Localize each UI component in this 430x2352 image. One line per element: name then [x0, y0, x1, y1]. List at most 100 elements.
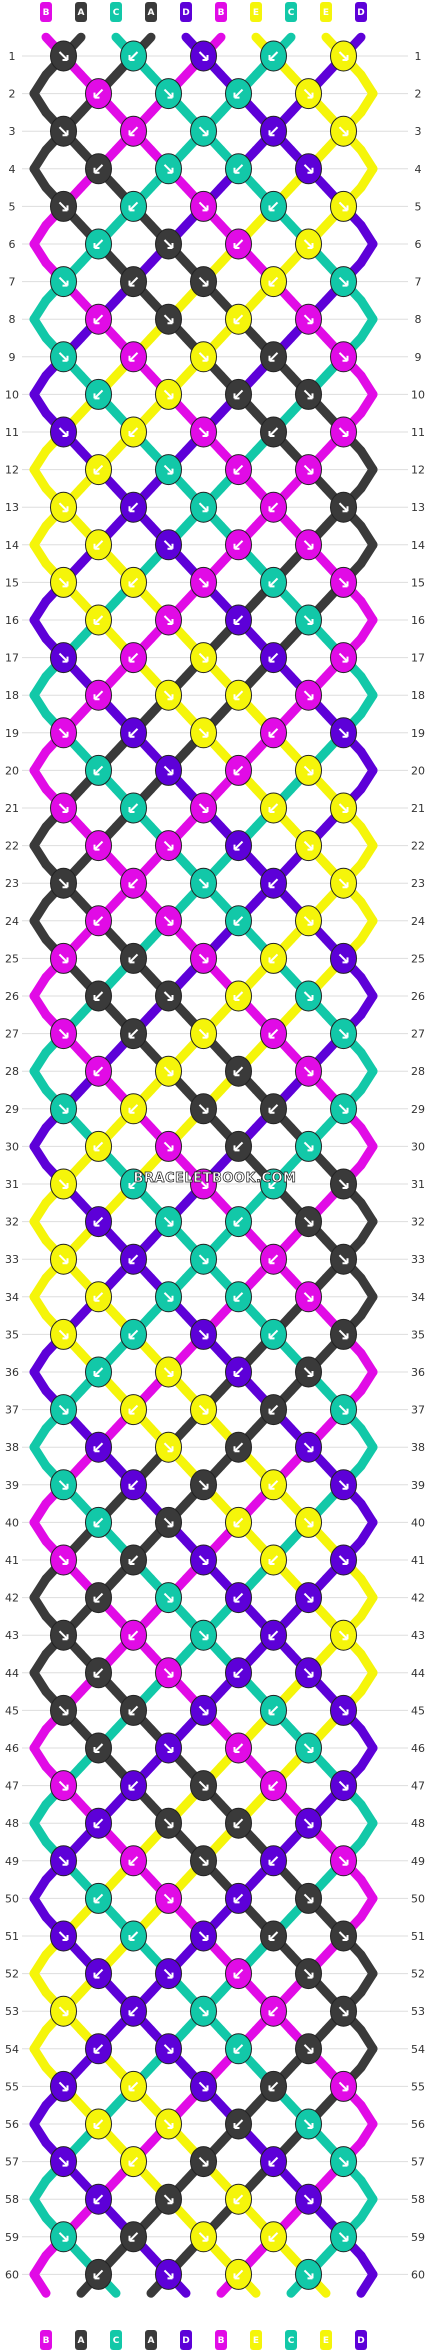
- row-number-left: 46: [5, 1742, 19, 1755]
- row-number-right: 40: [411, 1516, 425, 1529]
- knot-arrow-icon: [93, 239, 104, 249]
- knot-arrow-icon: [128, 1856, 139, 1866]
- string-label-top-swatch: [40, 2, 52, 22]
- knot-arrow-icon: [233, 239, 244, 249]
- knot-arrow-icon: [93, 1968, 104, 1979]
- knot-arrow-icon: [58, 1555, 69, 1565]
- knot-arrow-icon: [93, 1216, 104, 1227]
- knot-arrow-icon: [233, 2044, 244, 2054]
- knot-arrow-icon: [163, 239, 174, 249]
- knot-arrow-icon: [163, 1066, 174, 1077]
- knot-arrow-icon: [303, 2119, 314, 2129]
- knot-arrow-icon: [233, 615, 244, 625]
- knot-arrow-icon: [233, 1893, 244, 1904]
- row-number-left: 53: [5, 2005, 19, 2018]
- knot-arrow-icon: [303, 916, 314, 926]
- knot-arrow-icon: [93, 916, 104, 926]
- knot-arrow-icon: [198, 2232, 209, 2242]
- knot-arrow-icon: [268, 427, 279, 437]
- row-number-right: 23: [411, 877, 425, 890]
- knot-arrow-icon: [338, 953, 349, 964]
- watermark: BRACELETBOOK.COM: [134, 1171, 297, 1186]
- knot-arrow-icon: [58, 1254, 69, 1265]
- knot-arrow-icon: [198, 1480, 209, 1490]
- row-number-left: 37: [5, 1404, 19, 1417]
- knot-arrow-icon: [128, 1630, 139, 1641]
- string-label-bottom: C: [113, 2336, 120, 2346]
- knot-arrow-icon: [233, 88, 244, 99]
- row-number-left: 9: [9, 351, 16, 364]
- knot-arrow-icon: [198, 502, 209, 513]
- knot-arrow-icon: [198, 1555, 209, 1565]
- row-number-right: 51: [411, 1930, 425, 1943]
- knot-arrow-icon: [93, 1141, 104, 1152]
- knot-arrow-icon: [128, 803, 139, 813]
- row-number-left: 43: [5, 1629, 19, 1642]
- string-label-bottom-swatch: [75, 2330, 87, 2350]
- string-label-bottom-swatch: [285, 2330, 297, 2350]
- string-label-top: A: [148, 8, 155, 18]
- row-number-right: 60: [411, 2268, 425, 2281]
- knot-arrow-icon: [268, 1179, 279, 1189]
- knot-arrow-icon: [268, 1931, 279, 1941]
- knot-arrow-icon: [233, 1517, 244, 1528]
- knot-arrow-icon: [338, 201, 349, 212]
- knot-arrow-icon: [163, 540, 174, 550]
- knot-arrow-icon: [303, 840, 314, 851]
- row-number-left: 25: [5, 952, 19, 965]
- string-label-top: C: [113, 8, 120, 18]
- row-number-right: 37: [411, 1404, 425, 1417]
- row-number-left: 6: [9, 238, 16, 251]
- knot-arrow-icon: [93, 1592, 104, 1603]
- knot-arrow-icon: [338, 728, 349, 738]
- knot-arrow-icon: [163, 765, 174, 776]
- row-number-left: 33: [5, 1253, 19, 1266]
- knot-arrow-icon: [128, 276, 139, 287]
- string-label-top: D: [182, 8, 189, 18]
- row-number-left: 40: [5, 1516, 19, 1529]
- knot-arrow-icon: [93, 2044, 104, 2054]
- row-number-right: 34: [411, 1291, 425, 1304]
- knot-arrow-icon: [93, 1517, 104, 1528]
- knot-arrow-icon: [198, 276, 209, 287]
- knot-arrow-icon: [198, 1856, 209, 1866]
- knot-arrow-icon: [93, 1066, 104, 1077]
- row-number-left: 54: [5, 2043, 19, 2056]
- knot-arrow-icon: [268, 2081, 279, 2092]
- row-number-right: 55: [411, 2080, 425, 2093]
- row-number-left: 44: [5, 1667, 19, 1680]
- knot-arrow-icon: [128, 728, 139, 738]
- knot-arrow-icon: [268, 878, 279, 889]
- knot-arrow-icon: [198, 126, 209, 137]
- knot-arrow-icon: [338, 502, 349, 513]
- row-number-right: 30: [411, 1140, 425, 1153]
- row-number-left: 48: [5, 1817, 19, 1830]
- string-label-bottom-swatch: [355, 2330, 367, 2350]
- row-number-left: 36: [5, 1366, 19, 1379]
- knot-arrow-icon: [128, 2081, 139, 2092]
- knot-arrow-icon: [233, 1818, 244, 1829]
- row-number-right: 54: [411, 2043, 425, 2056]
- knot-arrow-icon: [163, 1818, 174, 1829]
- row-number-right: 1: [415, 50, 422, 63]
- row-number-right: 4: [415, 163, 422, 176]
- knot-arrow-icon: [233, 840, 244, 851]
- row-number-left: 7: [9, 276, 16, 289]
- row-number-right: 58: [411, 2193, 425, 2206]
- knot-arrow-icon: [338, 1104, 349, 1114]
- string-label-top-swatch: [110, 2, 122, 22]
- knot-arrow-icon: [303, 1818, 314, 1829]
- knot-arrow-icon: [268, 502, 279, 513]
- string-label-top: B: [218, 8, 225, 18]
- knot-arrow-icon: [268, 276, 279, 287]
- knot-arrow-icon: [58, 2156, 69, 2167]
- knot-arrow-icon: [58, 2081, 69, 2092]
- knot-arrow-icon: [268, 577, 279, 588]
- row-number-left: 3: [9, 125, 16, 138]
- knot-arrow-icon: [128, 577, 139, 588]
- knot-arrow-icon: [93, 2194, 104, 2205]
- knot-arrow-icon: [163, 464, 174, 475]
- row-number-right: 48: [411, 1817, 425, 1830]
- row-number-left: 59: [5, 2231, 19, 2244]
- knot-arrow-icon: [93, 164, 104, 174]
